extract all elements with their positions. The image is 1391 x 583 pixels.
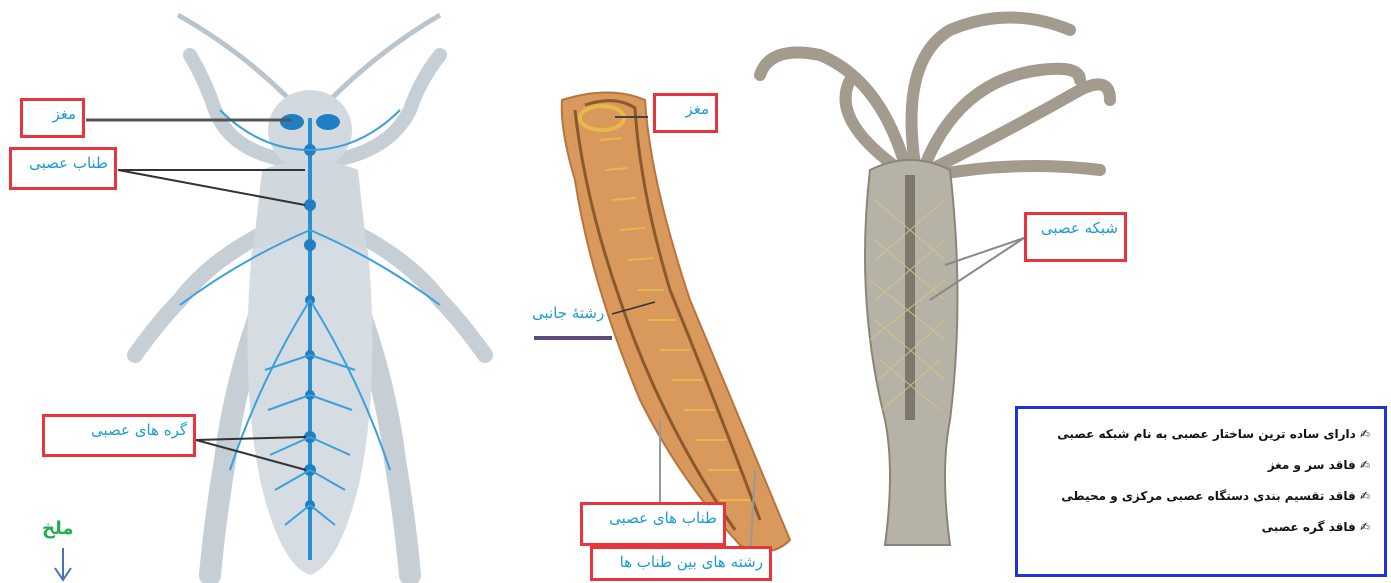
grasshopper-ganglia-label: گره های عصبی [42, 414, 196, 457]
grasshopper-brain-label: مغز [20, 98, 85, 138]
info-item: ✍ دارای ساده ترین ساختار عصبی به نام شبک… [1026, 427, 1370, 441]
info-item: ✍ فاقد گره عصبی [1026, 520, 1370, 534]
info-item: ✍ فاقد تقسیم بندی دستگاه عصبی مرکزی و مح… [1026, 489, 1370, 503]
planarian-connecting-fibers-label: رشته های بین طناب ها [590, 546, 772, 581]
pen-icon: ✍ [1356, 489, 1370, 503]
pen-icon: ✍ [1356, 520, 1370, 534]
planarian-brain-label: مغز [653, 93, 718, 133]
planarian-lateral-nerve-label: رشتهٔ جانبی [532, 304, 604, 322]
planarian-illustration [534, 93, 790, 561]
grasshopper-name: ملخ [42, 518, 73, 539]
info-item: ✍ فاقد سر و مغز [1026, 458, 1370, 472]
pen-icon: ✍ [1356, 458, 1370, 472]
hydra-nerve-net-label: شبکه عصبی [1024, 212, 1127, 262]
hydra-info-box: ✍ دارای ساده ترین ساختار عصبی به نام شبک… [1015, 406, 1387, 577]
planarian-nerve-cords-label: طناب های عصبی [580, 502, 726, 546]
grasshopper-illustration [55, 15, 485, 580]
grasshopper-nerve-cord-label: طناب عصبی [9, 147, 117, 190]
pen-icon: ✍ [1356, 427, 1370, 441]
